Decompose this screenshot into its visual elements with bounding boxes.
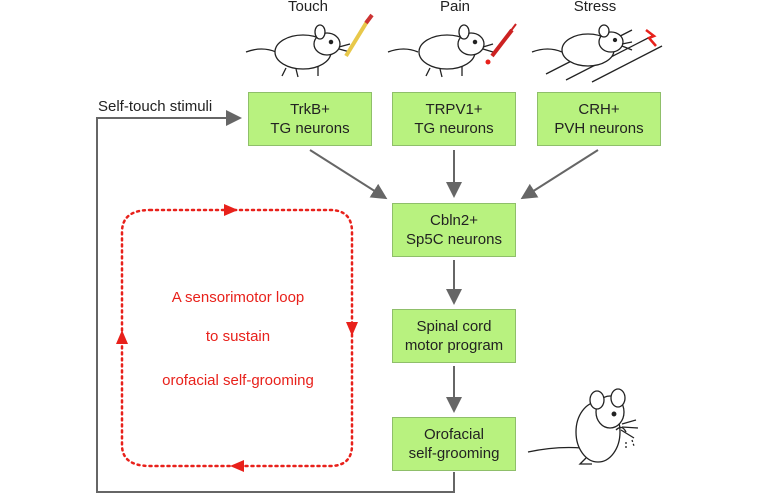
box-spinal-line1: Spinal cord <box>416 318 492 335</box>
arrow-crh-to-cbln2 <box>520 149 599 200</box>
stimulus-label-stress: Stress <box>573 0 617 15</box>
feedback-path <box>96 110 455 493</box>
mouse-stress-icon <box>531 24 663 83</box>
stimulus-label-pain: Pain <box>439 0 471 15</box>
loop-arrow-right <box>346 322 358 336</box>
mouse-grooming-icon <box>527 388 639 465</box>
box-trkb-line2: TG neurons <box>270 120 350 137</box>
box-spinal-line2: motor program <box>404 337 504 354</box>
loop-arrow-top <box>224 204 238 216</box>
loop-arrow-left <box>116 330 128 344</box>
loop-arrow-bottom <box>230 460 244 472</box>
box-groom-line2: self-grooming <box>408 445 500 462</box>
box-cbln2-line1: Cbln2+ <box>430 212 478 229</box>
box-trpv1-line2: TG neurons <box>414 120 494 137</box>
loop-text-line2: to sustain <box>205 328 271 345</box>
box-groom-line1: Orofacial <box>423 426 485 443</box>
mouse-pain-icon <box>387 23 517 78</box>
box-crh-line1: CRH+ <box>578 101 620 118</box>
box-trkb-tg-neurons: TrkB+ TG neurons <box>248 92 372 146</box>
box-crh-pvh-neurons: CRH+ PVH neurons <box>537 92 661 146</box>
stimulus-label-touch: Touch <box>287 0 329 15</box>
box-spinal-cord-motor-program: Spinal cord motor program <box>392 309 516 363</box>
box-trpv1-tg-neurons: TRPV1+ TG neurons <box>392 92 516 146</box>
mouse-touch-icon <box>245 13 374 78</box>
box-trpv1-line1: TRPV1+ <box>425 101 483 118</box>
loop-text-line3: orofacial self-grooming <box>162 372 314 389</box>
box-cbln2-sp5c-neurons: Cbln2+ Sp5C neurons <box>392 203 516 257</box>
self-touch-stimuli-label: Self-touch stimuli <box>98 98 213 115</box>
box-cbln2-line2: Sp5C neurons <box>406 231 502 248</box>
box-crh-line2: PVH neurons <box>554 120 644 137</box>
box-trkb-line1: TrkB+ <box>290 101 330 118</box>
loop-text-line1: A sensorimotor loop <box>171 289 305 306</box>
sensorimotor-loop <box>120 208 354 468</box>
arrow-trkb-to-cbln2 <box>309 149 388 200</box>
box-orofacial-self-grooming: Orofacial self-grooming <box>392 417 516 471</box>
